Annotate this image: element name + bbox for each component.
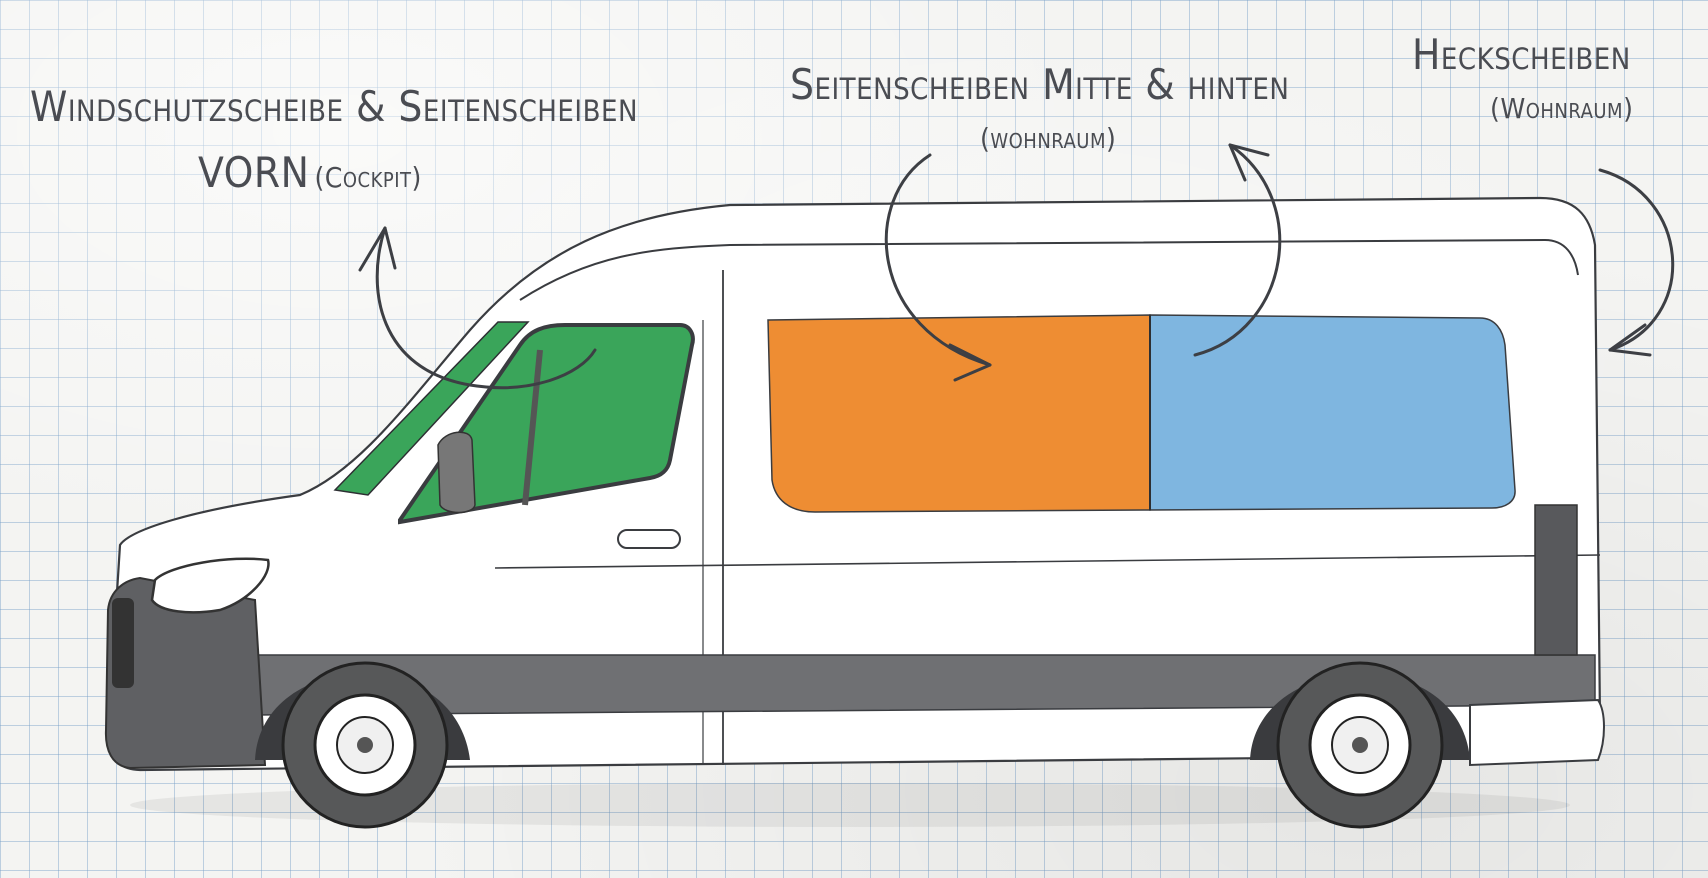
ground-shadow [130,783,1570,827]
middle-label-title: Seitenscheiben Mitte & hinten [790,60,1289,109]
rear-bumper [1469,698,1605,767]
middle-sub-text: (wohnraum) [980,122,1117,155]
cockpit-vorn-text: VORN [198,148,310,197]
b-pillar [522,349,543,506]
rear-sub-text: (Wohnraum) [1490,92,1634,125]
arrow-middle-icon [884,143,1282,382]
middle-label-sub: (wohnraum) [980,122,1116,155]
arrow-cockpit-icon [358,226,597,390]
rear-label-sub: (Wohnraum) [1490,92,1633,125]
cockpit-title-text: Windschutzscheibe & Seitenscheiben [30,82,638,131]
headlight-icon [150,557,270,614]
front-bumper [104,576,267,770]
roof-line [519,238,1579,301]
front-wheel [281,661,449,829]
side-mirror-icon [437,431,476,514]
cockpit-label-sub: VORN (Cockpit) [198,148,422,197]
rear-title-text: Heckscheiben [1412,30,1631,79]
rear-pillar-trim [1534,504,1578,656]
cockpit-label-title: Windschutzscheibe & Seitenscheiben [30,82,638,131]
rear-side-window [1149,314,1516,511]
body-crease [494,554,1601,569]
arrow-rear-icon [1598,168,1674,357]
grille [112,598,134,688]
middle-title-text: Seitenscheiben Mitte & hinten [790,60,1290,109]
door-handle [617,529,681,549]
rear-wheel [1276,661,1444,829]
middle-side-window [767,314,1151,513]
cockpit-sub-text: (Cockpit) [314,161,422,194]
rear-label-title: Heckscheiben [1412,30,1631,79]
